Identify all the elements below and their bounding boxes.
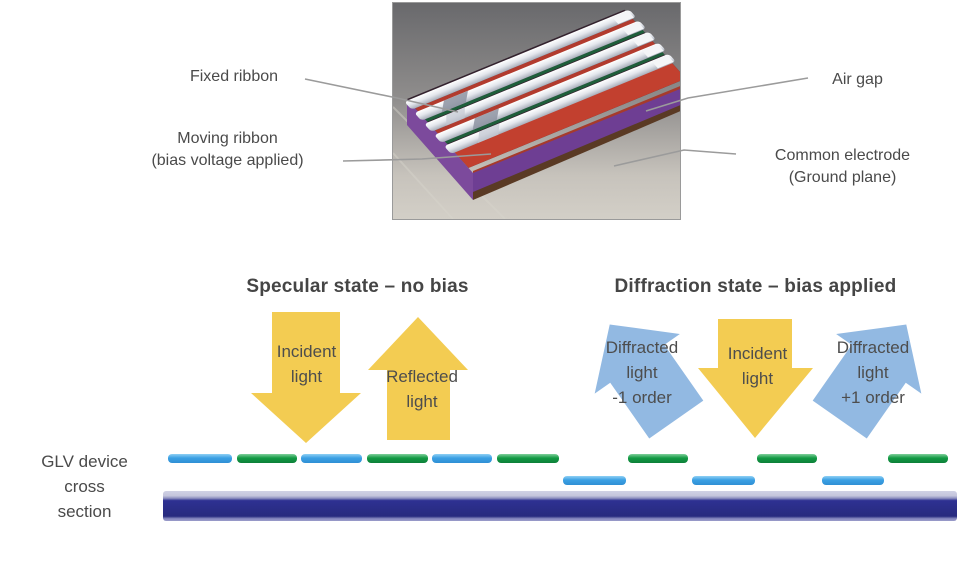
diffracted-minus1-line2: light xyxy=(626,363,658,382)
specular-state-heading: Specular state – no bias xyxy=(246,276,469,297)
diffracted-minus1-line3: -1 order xyxy=(612,388,672,407)
base-edge xyxy=(473,101,690,200)
ribbon-anchor-tab xyxy=(651,55,674,69)
purple-left-face xyxy=(407,99,473,200)
glv-label-line3: section xyxy=(57,502,112,521)
reflected-light-line2: light xyxy=(406,392,438,411)
incident-light-left-line2: light xyxy=(290,367,323,386)
diffracted-plus1-line1: Diffracted xyxy=(836,338,910,357)
common-electrode-label: Common electrode (Ground plane) xyxy=(735,145,950,189)
common-electrode-label-line1: Common electrode xyxy=(774,147,911,164)
diffracted-plus1-arrow xyxy=(812,324,922,439)
cross-section-ribbon-green-up xyxy=(367,454,428,463)
cross-section-ribbon-green-up xyxy=(757,454,817,463)
fixed-ribbon-leader-line xyxy=(304,78,459,113)
cross-section-ribbon-green-up xyxy=(888,454,948,463)
common-electrode-leader-line xyxy=(613,149,737,167)
cross-section-ribbon-blue-up xyxy=(432,454,492,463)
glv-3d-photo xyxy=(392,2,690,220)
green-gap-line xyxy=(444,52,665,144)
cross-section-ribbon-blue-down xyxy=(563,476,626,485)
cross-section-ribbon-green-up xyxy=(628,454,688,463)
diffracted-minus1-label: Diffracted light -1 order xyxy=(583,335,701,410)
diffracted-minus1-arrow xyxy=(594,324,704,439)
cross-section-ribbon-blue-up xyxy=(301,454,362,463)
ribbon-anchor-tab xyxy=(622,21,644,36)
glv-3d-photo-rendering xyxy=(392,3,690,220)
cross-section-ribbon-blue-down xyxy=(822,476,884,485)
glv-cross-section-label: GLV device cross section xyxy=(12,449,157,524)
red-strip xyxy=(415,18,637,113)
cross-section-ribbon-blue-down xyxy=(692,476,755,485)
ribbon-anchor-tab xyxy=(641,43,664,58)
green-gap-line xyxy=(425,29,645,122)
reflected-light-label: Reflected light xyxy=(366,364,478,414)
red-strip xyxy=(435,41,657,135)
glv-label-line2: cross xyxy=(64,477,105,496)
diffracted-plus1-line2: light xyxy=(857,363,889,382)
cross-section-ribbon-green-up xyxy=(237,454,297,463)
purple-front-face xyxy=(473,85,690,194)
diffracted-plus1-label: Diffracted light +1 order xyxy=(813,335,933,410)
reflected-light-arrow xyxy=(368,317,468,440)
ribbon-3d xyxy=(445,54,675,153)
moving-ribbon-label-line1: Moving ribbon xyxy=(177,130,278,147)
glv-label-line1: GLV device xyxy=(41,452,128,471)
exposed-electrode-red xyxy=(454,62,686,168)
incident-light-right-line1: Incident xyxy=(727,344,788,363)
incident-light-arrow-right xyxy=(698,319,813,438)
reflected-light-line1: Reflected xyxy=(386,367,458,386)
cross-section-ribbon-blue-up xyxy=(168,454,232,463)
moving-ribbon-label-line2: (bias voltage applied) xyxy=(151,152,304,169)
incident-light-right-line2: light xyxy=(741,369,774,388)
moving-ribbon-label: Moving ribbon (bias voltage applied) xyxy=(115,128,340,172)
ribbon-bend xyxy=(477,123,500,144)
device-top-surface xyxy=(405,9,686,168)
ribbon-anchor-tab xyxy=(612,10,634,25)
moving-ribbon-leader-line xyxy=(342,153,492,162)
incident-light-label-left: Incident light xyxy=(254,339,359,389)
air-gap-leader-line xyxy=(645,77,809,112)
diffracted-minus1-line1: Diffracted xyxy=(605,338,679,357)
ribbon-3d xyxy=(405,10,635,109)
ribbon-3d xyxy=(415,21,645,120)
incident-light-arrow-left xyxy=(251,312,361,443)
ribbon-3d xyxy=(425,32,655,131)
ribbon-bend xyxy=(441,90,468,113)
ribbon-bend xyxy=(472,108,499,131)
substrate-bar xyxy=(163,491,957,521)
ribbon-anchor-tab xyxy=(631,32,654,47)
diffraction-state-heading: Diffraction state – bias applied xyxy=(614,276,897,297)
ribbon-bend xyxy=(446,107,465,126)
air-gap-label: Air gap xyxy=(832,71,883,88)
diffracted-plus1-line3: +1 order xyxy=(841,388,905,407)
cross-section-ribbon-green-up xyxy=(497,454,559,463)
incident-light-label-right: Incident light xyxy=(705,341,810,391)
fixed-ribbon-label: Fixed ribbon xyxy=(189,68,279,85)
incident-light-left-line1: Incident xyxy=(276,342,337,361)
common-electrode-label-line2: (Ground plane) xyxy=(788,169,897,186)
